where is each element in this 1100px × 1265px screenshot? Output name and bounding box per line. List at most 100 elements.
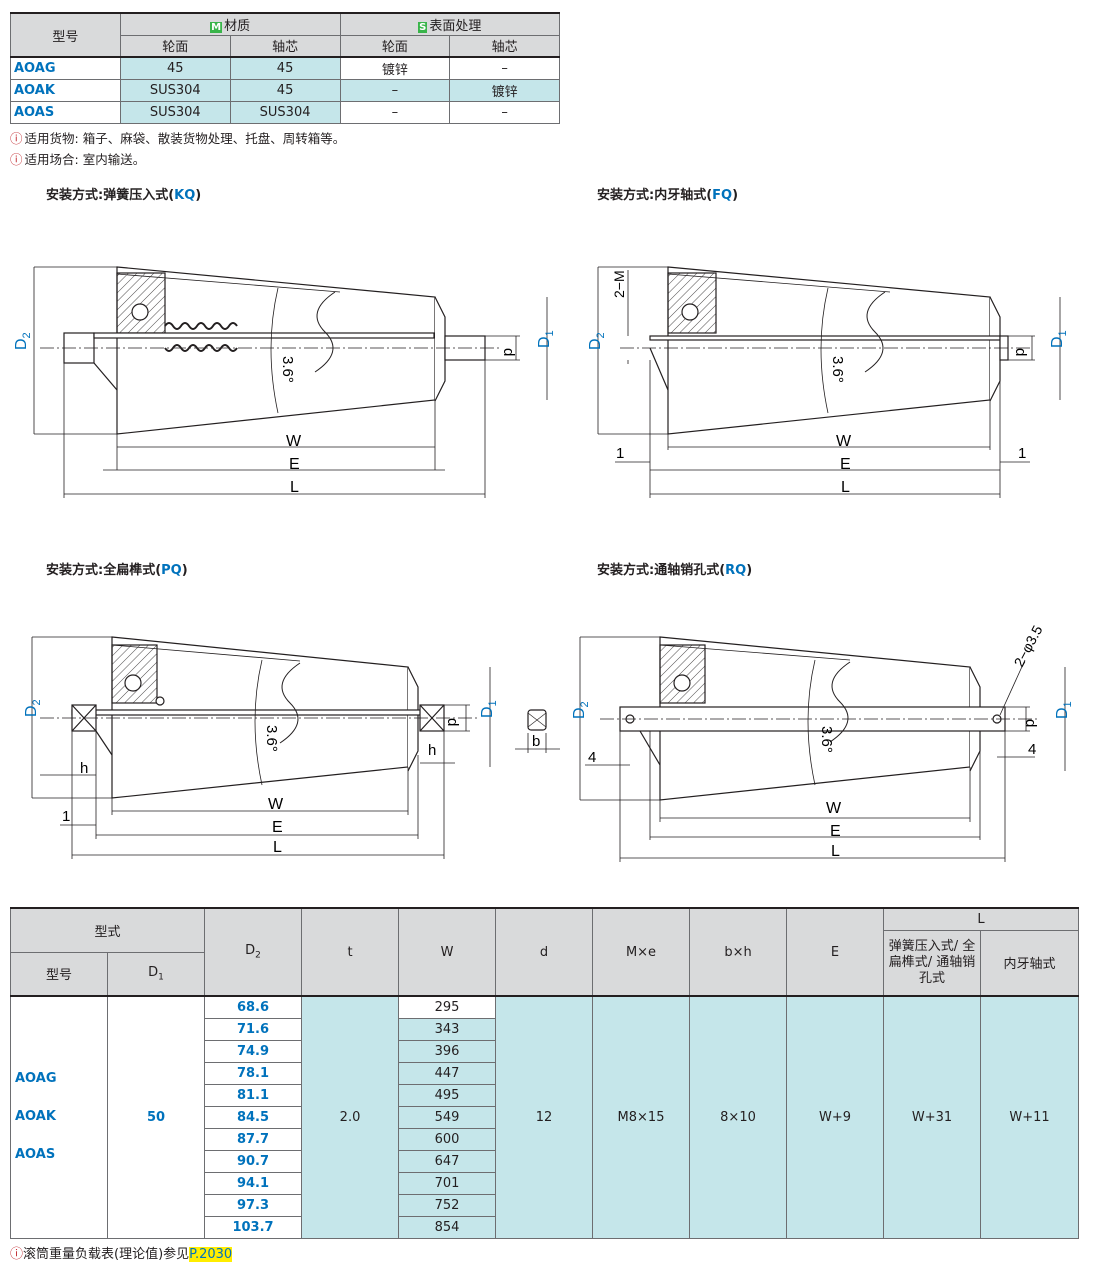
label-d: d bbox=[500, 348, 517, 356]
header-sub: 轮面 bbox=[339, 34, 451, 58]
cell: – bbox=[339, 100, 451, 124]
view-title-text: 安装方式:通轴销孔式( bbox=[597, 563, 726, 578]
label-pin: 2−φ3.5 bbox=[1011, 622, 1046, 669]
header-Me: M×e bbox=[592, 907, 691, 997]
D2-cell: 103.7 bbox=[204, 1215, 303, 1239]
header-L2: 内牙轴式 bbox=[980, 929, 1080, 997]
label-L: L bbox=[290, 479, 299, 496]
model-label: AOAS bbox=[15, 1147, 56, 1163]
W-cell: 854 bbox=[398, 1215, 497, 1239]
D2-cell: 74.9 bbox=[204, 1039, 303, 1063]
label-D2: D2 bbox=[13, 332, 33, 350]
D2-cell: 71.6 bbox=[204, 1017, 303, 1041]
view-code: KQ bbox=[174, 188, 196, 203]
header-sub: 轴芯 bbox=[229, 34, 341, 58]
dimension-lines bbox=[597, 266, 1061, 498]
label-D1: D1 bbox=[536, 330, 556, 348]
drawing-kq: D2 D1 d 3.6° W E L bbox=[13, 266, 556, 498]
dimension-table: 型式 D2 t W d M×e b×h E L 弹簧压入式/ 全扁榫式/ 通轴销… bbox=[9, 907, 1080, 1239]
D2-cell: 97.3 bbox=[204, 1193, 303, 1217]
material-tag-icon: M bbox=[210, 21, 223, 33]
view-title-close: ) bbox=[746, 563, 753, 578]
d-cell: 12 bbox=[495, 995, 594, 1239]
roller-body bbox=[71, 636, 445, 799]
cell: 45 bbox=[119, 56, 231, 80]
W-cell: 343 bbox=[398, 1017, 497, 1041]
D2-cell: 94.1 bbox=[204, 1171, 303, 1195]
header-sub: 轮面 bbox=[119, 34, 231, 58]
label-M: 2−M bbox=[611, 270, 627, 298]
t-cell: 2.0 bbox=[301, 995, 400, 1239]
note-place-text: 适用场合: 室内输送。 bbox=[24, 152, 146, 167]
header-sub: 轴芯 bbox=[449, 34, 560, 58]
W-cell: 447 bbox=[398, 1061, 497, 1085]
label-h-left: h bbox=[80, 760, 88, 777]
D2-cell: 90.7 bbox=[204, 1149, 303, 1173]
table-row: 78.1 447 bbox=[11, 1061, 1079, 1085]
label-L: L bbox=[273, 839, 282, 856]
label-L: L bbox=[831, 843, 840, 860]
view-title-rq: 安装方式:通轴销孔式(RQ) bbox=[597, 559, 752, 578]
table-row: 103.7 854 bbox=[11, 1215, 1079, 1239]
W-cell: 752 bbox=[398, 1193, 497, 1217]
view-code: PQ bbox=[161, 563, 182, 578]
label-angle: 3.6° bbox=[279, 356, 296, 383]
W-cell: 549 bbox=[398, 1105, 497, 1129]
label-E: E bbox=[840, 456, 851, 473]
page-link[interactable]: P.2030 bbox=[189, 1247, 233, 1262]
label-E: E bbox=[272, 819, 283, 836]
label-d: d bbox=[1022, 719, 1039, 727]
footnote-text: 滚筒重量负载表(理论值)参见 bbox=[23, 1247, 190, 1262]
label-E: E bbox=[830, 823, 841, 840]
view-title-close: ) bbox=[181, 563, 188, 578]
label-D1: D1 bbox=[479, 700, 499, 718]
drawing-pq: D2 D1 d 3.6° W E L h h 1 b bbox=[23, 636, 560, 859]
D2-cell: 78.1 bbox=[204, 1061, 303, 1085]
cell: 45 bbox=[229, 56, 341, 80]
header-model: 型号 bbox=[10, 951, 108, 997]
header-t: t bbox=[301, 907, 400, 997]
L1-cell: W+31 bbox=[883, 995, 982, 1239]
Me-cell: M8×15 bbox=[592, 995, 691, 1239]
table-row: 84.5 549 bbox=[11, 1105, 1079, 1129]
view-title-close: ) bbox=[195, 188, 202, 203]
table-row: AOAS SUS304 SUS304 – – bbox=[10, 100, 560, 124]
footnote: ⓘ滚筒重量负载表(理论值)参见P.2030 bbox=[10, 1243, 233, 1262]
header-d: d bbox=[495, 907, 594, 997]
view-title-kq: 安装方式:弹簧压入式(KQ) bbox=[46, 184, 201, 203]
D2-cell: 84.5 bbox=[204, 1105, 303, 1129]
roller-body bbox=[63, 266, 486, 435]
header-type: 型式 bbox=[9, 907, 206, 953]
label-1-left: 1 bbox=[616, 445, 624, 462]
header-W: W bbox=[398, 907, 497, 997]
label-L: L bbox=[841, 479, 850, 496]
table-row: AOAG AOAK AOAS 50 68.6 2.0 295 12 M8×15 … bbox=[10, 995, 1080, 1239]
table-row: 71.6 343 bbox=[11, 1017, 1079, 1041]
label-d: d bbox=[1012, 348, 1029, 356]
view-title-close: ) bbox=[732, 188, 739, 203]
label-D1: D1 bbox=[1054, 701, 1074, 719]
header-L1: 弹簧压入式/ 全扁榫式/ 通轴销孔式 bbox=[883, 929, 982, 997]
view-title-text: 安装方式:全扁榫式( bbox=[46, 563, 162, 578]
label-W: W bbox=[836, 433, 852, 450]
cell: SUS304 bbox=[119, 100, 231, 124]
header-material-label: 材质 bbox=[224, 18, 251, 34]
W-cell: 495 bbox=[398, 1083, 497, 1107]
table-row: 97.3 752 bbox=[11, 1193, 1079, 1217]
model-cell: AOAS bbox=[10, 100, 121, 124]
note-goods-text: 适用货物: 箱子、麻袋、散装货物处理、托盘、周转箱等。 bbox=[24, 131, 346, 146]
header-surface-label: 表面处理 bbox=[429, 18, 482, 34]
header-D1: D1 bbox=[106, 951, 206, 997]
D2-cell: 87.7 bbox=[204, 1127, 303, 1151]
cell: SUS304 bbox=[229, 100, 341, 124]
label-D2: D2 bbox=[23, 699, 43, 717]
label-h-right: h bbox=[428, 742, 436, 759]
header-model: 型号 bbox=[10, 12, 121, 58]
view-code: RQ bbox=[725, 563, 747, 578]
